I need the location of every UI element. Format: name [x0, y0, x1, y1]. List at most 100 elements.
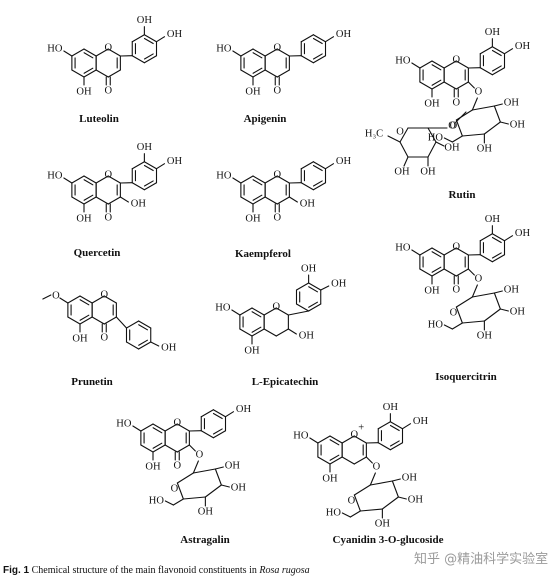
bond: [431, 79, 442, 86]
bond: [192, 460, 199, 474]
ring-oxygen: O: [272, 302, 280, 313]
bond: [107, 48, 121, 57]
ring-oxygen: O: [104, 170, 112, 181]
bond: [182, 496, 206, 500]
bond: [451, 135, 463, 143]
bond: [308, 301, 318, 308]
caption-label: Fig. 1: [3, 565, 30, 576]
hydroxyl-4prime: OH: [331, 279, 347, 290]
bond: [312, 34, 327, 43]
bond: [369, 472, 376, 486]
bond: [341, 435, 355, 444]
glycosidic-oxygen: O: [373, 462, 381, 473]
ring-oxygen: O: [273, 43, 281, 54]
bond: [232, 50, 242, 57]
bond: [252, 194, 263, 201]
bond: [152, 423, 166, 432]
bond: [252, 179, 263, 186]
hydroxyl-7: HO: [216, 171, 232, 182]
bond: [479, 254, 493, 263]
bond: [107, 175, 121, 184]
caption-species: Rosa rugosa: [259, 565, 310, 576]
sugar-hydroxyl: OH: [375, 519, 391, 530]
bond: [467, 81, 475, 89]
bond: [143, 182, 158, 191]
bond: [239, 328, 253, 337]
bond: [240, 48, 254, 57]
bond: [455, 60, 469, 69]
bond: [252, 69, 266, 78]
bond: [119, 196, 129, 203]
bond: [131, 34, 145, 43]
bond: [42, 294, 52, 300]
bond: [276, 69, 290, 78]
hydroxyl-4prime: OH: [167, 29, 183, 40]
bond: [251, 307, 265, 316]
bond: [455, 119, 463, 137]
hydroxyl-7: HO: [395, 56, 411, 67]
bond: [71, 175, 85, 184]
bond: [491, 49, 502, 57]
bond: [276, 175, 290, 184]
bond: [312, 164, 323, 172]
carbonyl-oxygen: O: [273, 213, 281, 224]
bond: [353, 484, 371, 496]
bond: [431, 266, 442, 273]
hydroxyl-7: HO: [47, 44, 63, 55]
hydroxyl-3: OH: [299, 331, 315, 342]
hydroxyl-7: HO: [116, 419, 132, 430]
bond: [493, 105, 501, 123]
bond: [107, 69, 121, 78]
bond: [320, 285, 330, 291]
bond: [143, 55, 158, 64]
hydroxyl-3prime: OH: [137, 15, 153, 26]
bond: [150, 341, 160, 347]
sugar-hydroxyl: OH: [504, 98, 520, 109]
bond: [252, 52, 263, 59]
pyranose-oxygen: O: [396, 127, 404, 138]
bond: [125, 320, 140, 329]
bond: [140, 444, 154, 453]
sugar-hydroxyl: OH: [231, 483, 247, 494]
bond: [138, 324, 148, 331]
bond: [341, 456, 355, 465]
bond: [300, 161, 314, 170]
bond: [389, 421, 404, 430]
bond: [309, 437, 319, 444]
bond: [503, 235, 514, 242]
bond: [419, 81, 433, 90]
hydroxyl-4prime: OH: [515, 41, 531, 52]
bond: [479, 46, 493, 55]
bond: [491, 46, 506, 55]
bond: [83, 194, 94, 201]
bond: [397, 496, 407, 500]
bond: [435, 141, 445, 147]
bond: [455, 247, 469, 256]
bond: [152, 444, 166, 453]
bond: [431, 81, 445, 90]
bond: [143, 34, 158, 43]
bond: [232, 177, 242, 184]
bond: [471, 284, 478, 298]
bond: [138, 341, 152, 350]
hydroxyl-5: OH: [244, 346, 260, 357]
bond: [91, 316, 105, 325]
bond: [455, 306, 463, 324]
bond: [312, 53, 323, 60]
bond: [479, 233, 493, 242]
bond: [95, 48, 109, 57]
sugar-hydroxyl: HO: [326, 508, 342, 519]
bond: [389, 442, 404, 451]
bond: [353, 456, 367, 465]
hydroxyl-3: OH: [131, 199, 147, 210]
bond: [317, 456, 331, 465]
bond: [419, 60, 433, 69]
bond: [79, 299, 90, 306]
bond: [107, 196, 121, 205]
